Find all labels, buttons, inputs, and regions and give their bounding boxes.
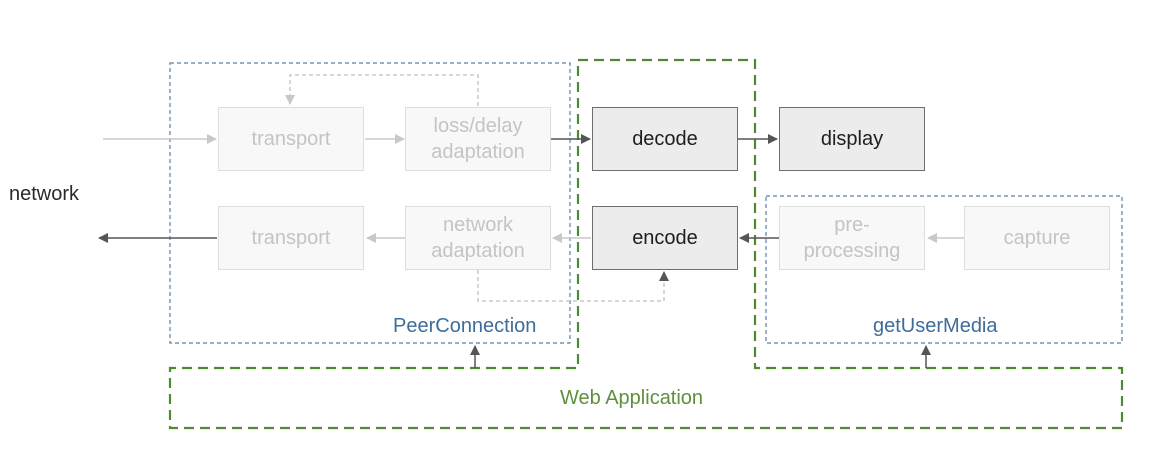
arrow-loss-delay-feedback-to-transport — [285, 74, 479, 106]
getusermedia-boundary — [765, 195, 1123, 344]
preprocessing-box: pre- processing — [779, 206, 925, 270]
display-box: display — [779, 107, 925, 171]
preprocessing-label-line1: pre- — [834, 214, 870, 236]
decode-box: decode — [592, 107, 738, 171]
display-label: display — [820, 128, 884, 150]
loss-delay-label-line1: loss/delay — [433, 115, 523, 137]
decode-label: decode — [632, 128, 698, 150]
peerconnection-label: PeerConnection — [393, 315, 537, 337]
network-adaptation-box: network adaptation — [405, 206, 551, 270]
transport-in-box: transport — [218, 107, 364, 171]
peerconnection-boundary — [169, 62, 571, 344]
web-application-label: Web Application — [560, 387, 704, 409]
transport-out-label: transport — [251, 227, 331, 249]
encode-box: encode — [592, 206, 738, 270]
arrow-network-adaptation-feedback-to-encode — [477, 270, 669, 302]
capture-box: capture — [964, 206, 1110, 270]
network-label: network — [9, 183, 80, 205]
transport-in-label: transport — [251, 128, 331, 150]
loss-delay-adaptation-box: loss/delay adaptation — [405, 107, 551, 171]
preprocessing-label-line2: processing — [803, 240, 901, 262]
capture-label: capture — [1003, 227, 1071, 249]
encode-label: encode — [632, 227, 698, 249]
network-adaptation-label-line2: adaptation — [431, 240, 525, 262]
web-application-boundary — [168, 58, 1124, 430]
loss-delay-label-line2: adaptation — [431, 141, 525, 163]
transport-out-box: transport — [218, 206, 364, 270]
network-adaptation-label-line1: network — [442, 214, 514, 236]
getusermedia-label: getUserMedia — [873, 315, 998, 337]
